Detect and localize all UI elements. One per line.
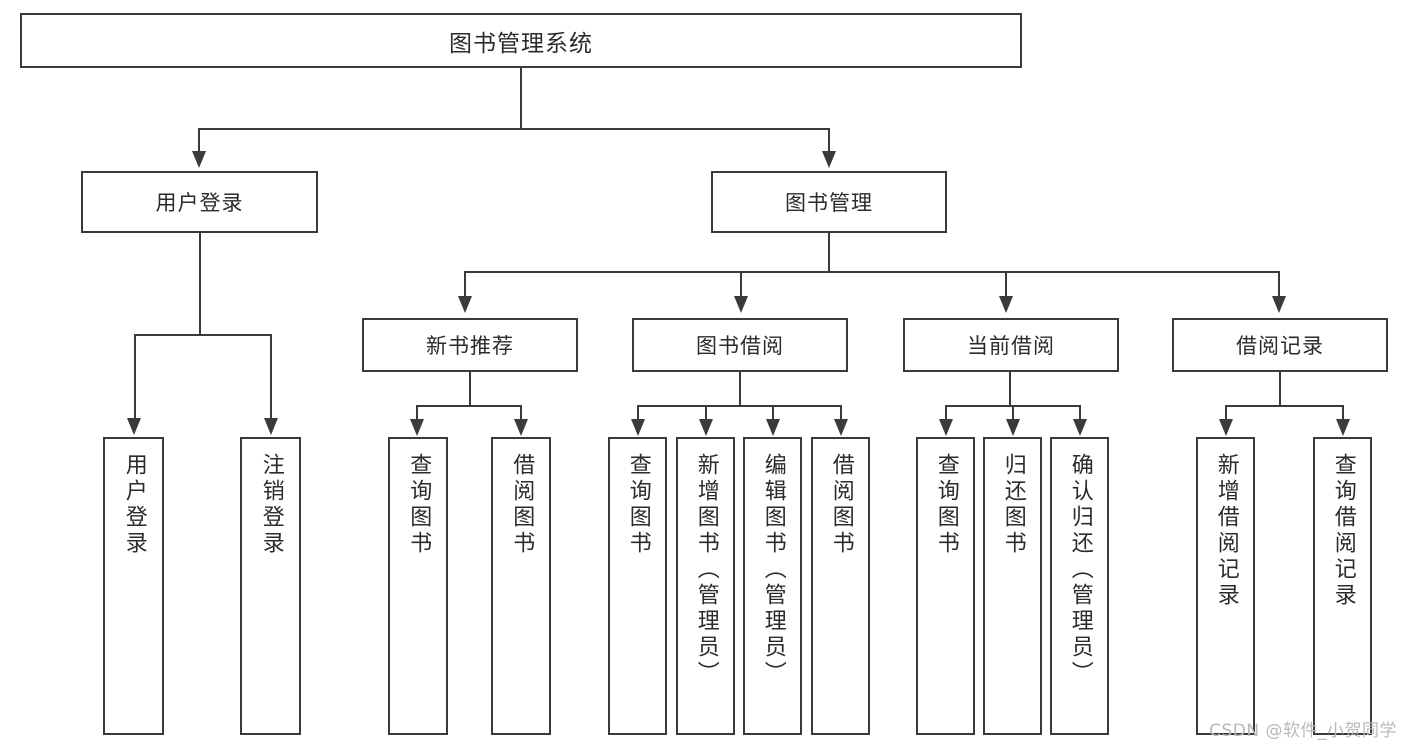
node-label: 编辑图书（管理员） [760, 453, 786, 687]
node-current-borrow[interactable]: 当前借阅 [903, 318, 1119, 372]
connector-book-borrow-child-3 [772, 405, 774, 420]
node-label: 用户登录 [155, 191, 244, 215]
node-label: 新增借阅记录 [1213, 453, 1239, 609]
node-label: 查询图书 [406, 453, 432, 557]
node-leaf-query-book-borrow[interactable]: 查询图书 [608, 437, 667, 735]
node-leaf-user-login[interactable]: 用户登录 [103, 437, 164, 735]
connector-borrow-record-splitter [1225, 405, 1343, 407]
arrowhead-leaf-borrow-book-1 [514, 419, 528, 436]
arrowhead-leaf-add-record [1219, 419, 1233, 436]
arrowhead-leaf-add-book [699, 419, 713, 436]
arrowhead-leaf-logout [264, 418, 278, 435]
connector-new-book-splitter [416, 405, 522, 407]
node-leaf-confirm-return-admin[interactable]: 确认归还（管理员） [1050, 437, 1109, 735]
arrowhead-borrow-record [1272, 296, 1286, 313]
node-label: 图书管理 [785, 191, 873, 215]
arrowhead-leaf-return-book [1006, 419, 1020, 436]
connector-borrow-record-child-1 [1225, 405, 1227, 420]
connector-book-borrow-splitter [637, 405, 841, 407]
node-label: 借阅图书 [509, 453, 535, 557]
arrowhead-leaf-confirm-return [1073, 419, 1087, 436]
node-book-manage[interactable]: 图书管理 [711, 171, 947, 233]
connector-user-login-splitter [134, 334, 272, 336]
node-label: 查询借阅记录 [1330, 453, 1356, 609]
node-label: 归还图书 [1000, 453, 1026, 557]
node-label: 注销登录 [258, 453, 284, 557]
connector-borrow-record-child-2 [1342, 405, 1344, 420]
arrowhead-leaf-edit-book [766, 419, 780, 436]
connector-book-borrow-child-2 [705, 405, 707, 420]
connector-user-login-child-1 [134, 334, 136, 419]
connector-book-borrow-stem [739, 372, 741, 407]
node-leaf-query-borrow-record[interactable]: 查询借阅记录 [1313, 437, 1372, 735]
node-label: 新书推荐 [426, 334, 514, 358]
node-label: 借阅图书 [828, 453, 854, 557]
node-leaf-borrow-book-new[interactable]: 借阅图书 [491, 437, 551, 735]
connector-new-book-child-1 [416, 405, 418, 420]
arrowhead-new-book [458, 296, 472, 313]
node-label: 查询图书 [625, 453, 651, 557]
node-borrow-record[interactable]: 借阅记录 [1172, 318, 1388, 372]
connector-to-book-borrow [740, 271, 742, 297]
node-leaf-query-book-current[interactable]: 查询图书 [916, 437, 975, 735]
connector-current-borrow-child-2 [1012, 405, 1014, 420]
connector-level3-splitter [464, 271, 1280, 273]
arrowhead-leaf-query-record [1336, 419, 1350, 436]
node-leaf-query-book-new[interactable]: 查询图书 [388, 437, 448, 735]
arrowhead-leaf-query-book-1 [410, 419, 424, 436]
node-label: 查询图书 [933, 453, 959, 557]
connector-current-borrow-stem [1009, 372, 1011, 407]
arrowhead-leaf-borrow-book-2 [834, 419, 848, 436]
connector-user-login-stem [199, 233, 201, 335]
node-label: 图书管理系统 [449, 30, 593, 57]
node-label: 当前借阅 [967, 334, 1055, 358]
connector-user-login-child-2 [270, 334, 272, 419]
arrowhead-leaf-query-book-3 [939, 419, 953, 436]
arrowhead-book-manage [822, 151, 836, 168]
connector-to-book-manage [828, 128, 830, 152]
connector-current-borrow-child-3 [1079, 405, 1081, 420]
node-leaf-edit-book-admin[interactable]: 编辑图书（管理员） [743, 437, 802, 735]
arrowhead-book-borrow [734, 296, 748, 313]
connector-to-user-login [198, 128, 200, 152]
connector-new-book-stem [469, 372, 471, 407]
connector-book-manage-stem [828, 233, 830, 272]
node-leaf-add-book-admin[interactable]: 新增图书（管理员） [676, 437, 735, 735]
node-leaf-logout[interactable]: 注销登录 [240, 437, 301, 735]
node-label: 确认归还（管理员） [1067, 453, 1093, 687]
node-book-borrow[interactable]: 图书借阅 [632, 318, 848, 372]
node-label: 借阅记录 [1236, 334, 1324, 358]
connector-new-book-child-2 [520, 405, 522, 420]
connector-book-borrow-child-1 [637, 405, 639, 420]
connector-root-stem [520, 68, 522, 129]
node-leaf-add-borrow-record[interactable]: 新增借阅记录 [1196, 437, 1255, 735]
node-label: 图书借阅 [696, 334, 784, 358]
node-leaf-return-book[interactable]: 归还图书 [983, 437, 1042, 735]
connector-to-new-book [464, 271, 466, 297]
arrowhead-leaf-user-login [127, 418, 141, 435]
connector-book-borrow-child-4 [840, 405, 842, 420]
arrowhead-user-login [192, 151, 206, 168]
node-user-login[interactable]: 用户登录 [81, 171, 318, 233]
node-leaf-borrow-book-borrow[interactable]: 借阅图书 [811, 437, 870, 735]
node-new-book-recommend[interactable]: 新书推荐 [362, 318, 578, 372]
connector-level1-splitter [198, 128, 830, 130]
node-root-system[interactable]: 图书管理系统 [20, 13, 1022, 68]
connector-to-borrow-record [1278, 271, 1280, 297]
connector-borrow-record-stem [1279, 372, 1281, 407]
watermark-text: CSDN @软件_小贺同学 [1209, 721, 1397, 741]
connector-current-borrow-child-1 [945, 405, 947, 420]
arrowhead-leaf-query-book-2 [631, 419, 645, 436]
node-label: 新增图书（管理员） [693, 453, 719, 687]
node-label: 用户登录 [121, 453, 147, 557]
connector-to-current-borrow [1005, 271, 1007, 297]
arrowhead-current-borrow [999, 296, 1013, 313]
